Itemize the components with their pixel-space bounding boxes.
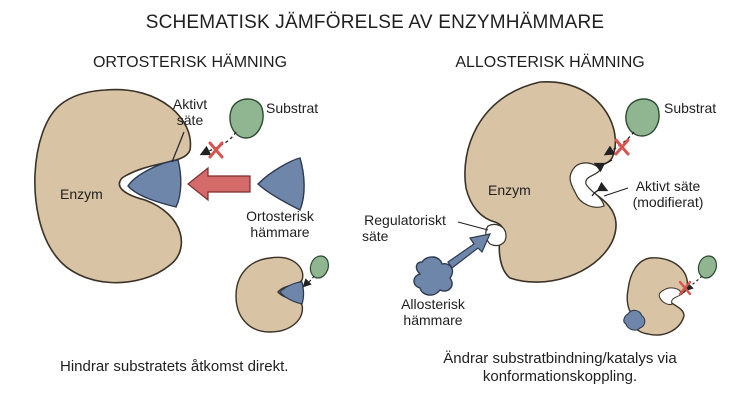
left-caption: Hindrar substratets åtkomst direkt. [60,358,289,375]
right-conformation-arrow-2 [591,181,609,197]
left-active-site-label-2: säte [176,112,204,128]
right-inhibitor-label-2: hämmare [403,312,463,328]
diagram-title: SCHEMATISK JÄMFÖRELSE AV ENZYMHÄMMARE [145,12,605,33]
left-red-arrow [187,166,251,202]
right-substrate-label: Substrat [664,100,717,116]
right-conformation-arrow-1 [593,159,613,173]
right-inset-block-x-icon [678,280,692,296]
left-free-inhibitor [256,157,305,211]
left-inhibitor-label-2: hämmare [250,224,310,240]
right-free-inhibitor [413,256,454,296]
right-active-site-pointer [603,187,629,197]
left-inset-inhibitor [279,281,305,305]
right-active-site-label-2: (modifierat) [632,194,704,210]
left-active-site-label-1: Aktivt [172,96,208,112]
right-active-site-label-1: Aktivt säte [635,178,701,194]
left-enzyme-label: Enzym [60,186,103,202]
right-inset-dashed-arrow [684,275,703,292]
right-caption-line-2: konformationskoppling. [482,368,638,385]
left-heading: ORTOSTERISK HÄMNING [92,54,288,71]
right-caption-line-1: Ändrar substratbindning/katalys via [443,350,677,367]
right-heading: ALLOSTERISK HÄMNING [455,54,645,71]
left-inhibitor-label-1: Ortosterisk [246,208,314,224]
left-active-site-pointer [171,131,185,163]
right-substrate [625,98,660,137]
right-inset-substrate [697,255,717,279]
right-block-x-icon [614,138,630,156]
left-substrate [229,98,264,139]
right-inset-active-site [658,287,683,305]
right-inset-inhibitor [623,309,646,331]
left-inset-dashed-arrow [302,275,315,288]
right-inhibitor-label-1: Allosterisk [401,296,465,312]
right-regulatory-pointer [457,221,489,231]
right-blue-arrow [447,233,492,269]
left-inset-enzyme [235,256,304,333]
left-inset-substrate [309,255,329,279]
left-substrate-dashed-arrow [199,131,237,156]
left-block-x-icon [208,141,224,159]
left-substrate-label: Substrat [266,100,319,116]
right-regulatory-label-2: säte [362,228,389,244]
right-enzyme-label: Enzym [488,182,531,198]
left-bound-inhibitor [127,159,182,208]
right-regulatory-label-1: Regulatoriskt [364,212,446,228]
left-enzyme-shape [34,88,192,284]
